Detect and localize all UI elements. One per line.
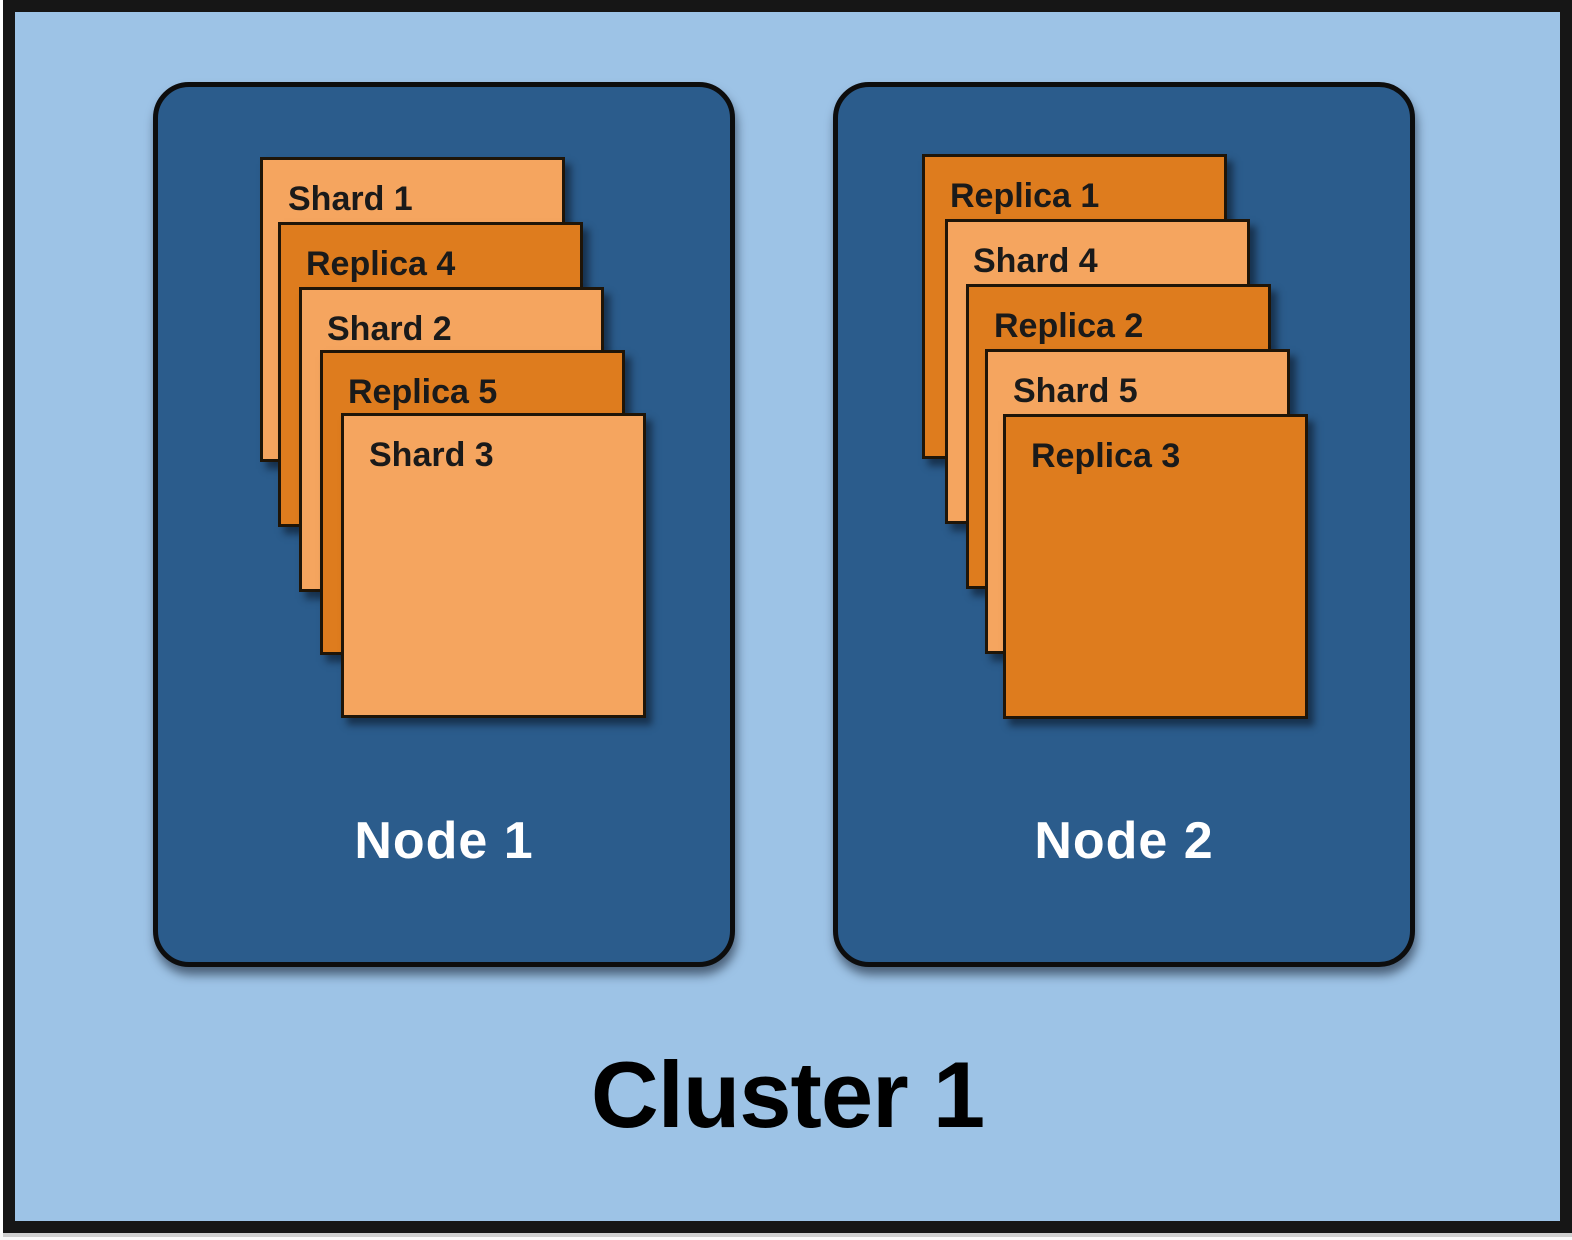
card-shard-2-label: Shard 2: [327, 310, 452, 348]
card-replica-4-label: Replica 4: [306, 245, 456, 283]
card-replica-1-label: Replica 1: [950, 177, 1100, 215]
card-shard-4-label: Shard 4: [973, 242, 1098, 280]
card-replica-2-label: Replica 2: [994, 307, 1144, 345]
card-shard-5-label: Shard 5: [1013, 372, 1138, 410]
card-replica-3: Replica 3: [1003, 414, 1308, 719]
node-1-box: Shard 1 Replica 4 Shard 2 Replica 5 Shar…: [153, 82, 735, 967]
cluster-container: Shard 1 Replica 4 Shard 2 Replica 5 Shar…: [3, 0, 1572, 1233]
node-1-label: Node 1: [354, 812, 534, 870]
node-2-label: Node 2: [1034, 812, 1214, 870]
card-shard-3: Shard 3: [341, 413, 646, 718]
card-replica-3-label: Replica 3: [1031, 437, 1181, 475]
card-shard-3-label: Shard 3: [369, 436, 494, 474]
card-replica-5-label: Replica 5: [348, 373, 498, 411]
node-2-box: Replica 1 Shard 4 Replica 2 Shard 5 Repl…: [833, 82, 1415, 967]
cluster-label: Cluster 1: [590, 1042, 985, 1147]
card-shard-1-label: Shard 1: [288, 180, 413, 218]
